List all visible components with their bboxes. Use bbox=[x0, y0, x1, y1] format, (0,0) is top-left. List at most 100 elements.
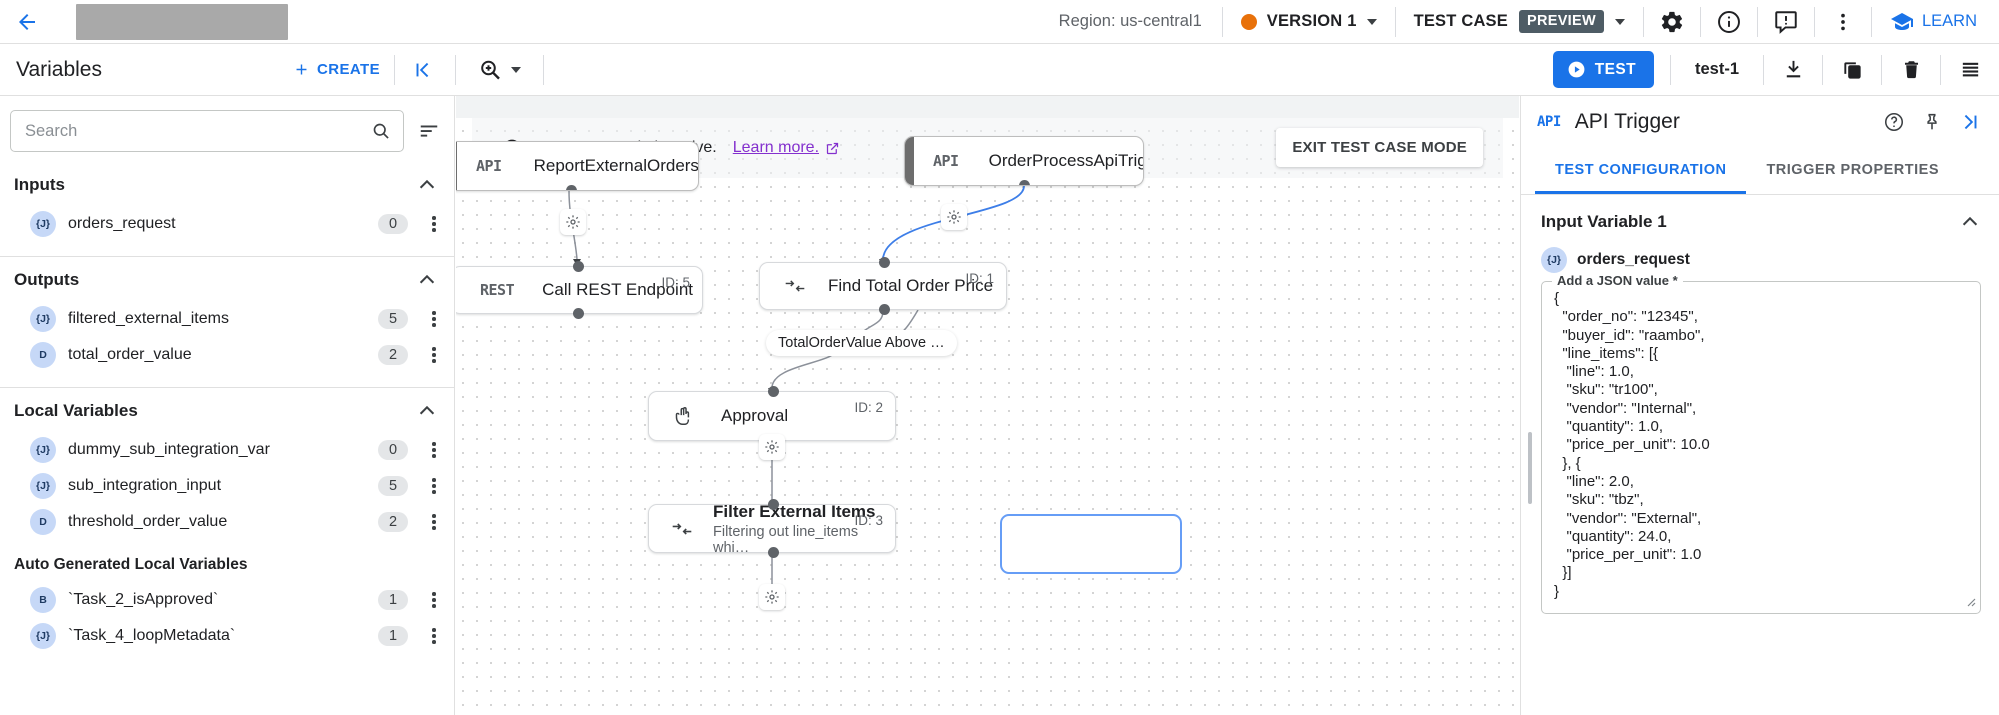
feedback-icon[interactable] bbox=[1758, 0, 1814, 44]
row-menu-icon[interactable] bbox=[420, 592, 442, 608]
section-header-local-variables[interactable]: Local Variables bbox=[0, 388, 454, 432]
divider bbox=[1756, 6, 1758, 37]
chevron-up-icon[interactable] bbox=[1959, 211, 1981, 233]
details-panel-title: API Trigger bbox=[1574, 110, 1680, 133]
section-header-outputs[interactable]: Outputs bbox=[0, 257, 454, 301]
variable-name: orders_request bbox=[68, 215, 176, 232]
variable-row[interactable]: D total_order_value 2 bbox=[0, 337, 454, 373]
gear-icon[interactable] bbox=[759, 584, 785, 610]
variables-sidebar: Inputs {J} orders_request 0 Outputs bbox=[0, 96, 455, 715]
api-icon: API bbox=[476, 157, 502, 175]
divider bbox=[1870, 6, 1872, 37]
row-menu-icon[interactable] bbox=[420, 347, 442, 363]
test-case-label: TEST CASE bbox=[1413, 12, 1508, 30]
section-local-variables: Local Variables {J} dummy_sub_integratio… bbox=[0, 388, 454, 540]
variable-row[interactable]: {J} orders_request 0 bbox=[0, 206, 454, 242]
node-order-process-api-trigger[interactable]: API OrderProcessApiTrigger bbox=[904, 136, 1144, 186]
section-header-inputs[interactable]: Inputs bbox=[0, 162, 454, 206]
test-button[interactable]: TEST bbox=[1552, 51, 1654, 88]
pin-icon[interactable] bbox=[1915, 105, 1949, 139]
help-icon[interactable] bbox=[1877, 105, 1911, 139]
tab-test-configuration[interactable]: TEST CONFIGURATION bbox=[1535, 148, 1747, 194]
chevron-down-icon bbox=[1614, 18, 1625, 25]
json-field-legend: Add a JSON value * bbox=[1552, 273, 1683, 288]
test-case-selector[interactable]: TEST CASE PREVIEW bbox=[1396, 10, 1643, 33]
sort-icon[interactable] bbox=[416, 120, 442, 142]
node-output-port[interactable] bbox=[1019, 180, 1030, 185]
workflow-canvas[interactable]: Test case mode is active. Learn more. EX… bbox=[456, 96, 1519, 715]
node-label: Call REST Endpoint bbox=[542, 280, 693, 299]
version-label: VERSION 1 bbox=[1266, 12, 1357, 30]
search-input[interactable] bbox=[25, 121, 371, 141]
node-input-port[interactable] bbox=[879, 257, 890, 268]
variable-name: filtered_external_items bbox=[68, 310, 229, 327]
info-icon[interactable] bbox=[1701, 0, 1757, 44]
gear-icon[interactable] bbox=[759, 434, 785, 460]
row-menu-icon[interactable] bbox=[420, 628, 442, 644]
divider bbox=[0, 256, 454, 257]
copy-icon[interactable] bbox=[1823, 44, 1881, 96]
input-variable-header[interactable]: Input Variable 1 bbox=[1541, 211, 1981, 233]
variable-name: dummy_sub_integration_var bbox=[68, 441, 270, 458]
variable-type-badge: {J} bbox=[30, 437, 56, 463]
json-value-field[interactable]: Add a JSON value * { "order_no": "12345"… bbox=[1528, 273, 1981, 615]
node-label: Filter External Items bbox=[713, 501, 876, 521]
version-selector[interactable]: VERSION 1 bbox=[1223, 12, 1395, 31]
json-value-text[interactable]: { "order_no": "12345", "buyer_id": "raam… bbox=[1554, 290, 1710, 600]
auto-generated-title: Auto Generated Local Variables bbox=[14, 556, 248, 573]
list-icon[interactable] bbox=[1941, 44, 1999, 96]
tab-trigger-properties[interactable]: TRIGGER PROPERTIES bbox=[1766, 162, 1940, 178]
gear-icon[interactable] bbox=[560, 209, 586, 235]
node-output-port[interactable] bbox=[573, 308, 584, 319]
search-field[interactable] bbox=[10, 110, 404, 152]
node-filter-external-items[interactable]: Filter External Items Filtering out line… bbox=[648, 499, 896, 558]
node-input-port[interactable] bbox=[573, 261, 584, 272]
variable-type-badge: {J} bbox=[30, 623, 56, 649]
more-vert-icon[interactable] bbox=[1815, 0, 1871, 44]
test-label: TEST bbox=[1594, 60, 1636, 78]
external-link-icon[interactable] bbox=[825, 141, 840, 156]
delete-icon[interactable] bbox=[1882, 44, 1940, 96]
banner-learn-more-link[interactable]: Learn more. bbox=[732, 139, 820, 156]
node-approval[interactable]: Approval ID: 2 bbox=[648, 386, 896, 446]
back-arrow-icon[interactable] bbox=[12, 7, 42, 37]
learn-button[interactable]: LEARN bbox=[1872, 10, 1999, 34]
chevron-down-icon bbox=[511, 66, 521, 73]
node-report-external-orders[interactable]: API ReportExternalOrders bbox=[456, 141, 699, 191]
gear-icon[interactable] bbox=[941, 204, 967, 230]
edge-condition-label[interactable]: TotalOrderValue Above … bbox=[766, 330, 957, 356]
data-mapping-icon bbox=[784, 277, 806, 295]
collapse-right-icon[interactable] bbox=[1953, 105, 1987, 139]
collapse-left-icon[interactable] bbox=[395, 44, 451, 96]
create-variable-button[interactable]: CREATE bbox=[293, 61, 380, 78]
gear-icon[interactable] bbox=[1644, 0, 1700, 44]
chevron-up-icon bbox=[416, 174, 438, 196]
row-menu-icon[interactable] bbox=[420, 514, 442, 530]
download-icon[interactable] bbox=[1764, 44, 1822, 96]
row-menu-icon[interactable] bbox=[420, 311, 442, 327]
row-menu-icon[interactable] bbox=[420, 478, 442, 494]
exit-test-case-mode-button[interactable]: EXIT TEST CASE MODE bbox=[1276, 128, 1483, 167]
row-menu-icon[interactable] bbox=[420, 442, 442, 458]
node-output-port[interactable] bbox=[768, 547, 779, 558]
node-output-port[interactable] bbox=[566, 185, 577, 190]
node-call-rest-endpoint[interactable]: REST Call REST Endpoint ID: 5 bbox=[456, 261, 703, 319]
zoom-control[interactable] bbox=[456, 58, 543, 82]
resize-grip-icon[interactable] bbox=[1964, 595, 1976, 610]
variable-row[interactable]: {J} sub_integration_input 5 bbox=[0, 468, 454, 504]
node-input-port[interactable] bbox=[768, 386, 779, 397]
chevron-down-icon bbox=[1366, 18, 1377, 25]
variable-row[interactable]: D threshold_order_value 2 bbox=[0, 504, 454, 540]
node-find-total-order-price[interactable]: Find Total Order Price ID: 1 bbox=[759, 257, 1007, 315]
selected-node-placeholder[interactable] bbox=[1000, 514, 1182, 574]
row-menu-icon[interactable] bbox=[420, 216, 442, 232]
variable-row[interactable]: B `Task_2_isApproved` 1 bbox=[0, 582, 454, 618]
node-output-port[interactable] bbox=[879, 304, 890, 315]
variable-row[interactable]: {J} dummy_sub_integration_var 0 bbox=[0, 432, 454, 468]
variable-row[interactable]: {J} filtered_external_items 5 bbox=[0, 301, 454, 337]
node-input-port[interactable] bbox=[768, 499, 779, 510]
node-label: ReportExternalOrders bbox=[533, 156, 699, 175]
hand-icon bbox=[673, 405, 695, 427]
variable-row[interactable]: {J} `Task_4_loopMetadata` 1 bbox=[0, 618, 454, 654]
panel-scrollbar-thumb[interactable] bbox=[1528, 432, 1532, 504]
